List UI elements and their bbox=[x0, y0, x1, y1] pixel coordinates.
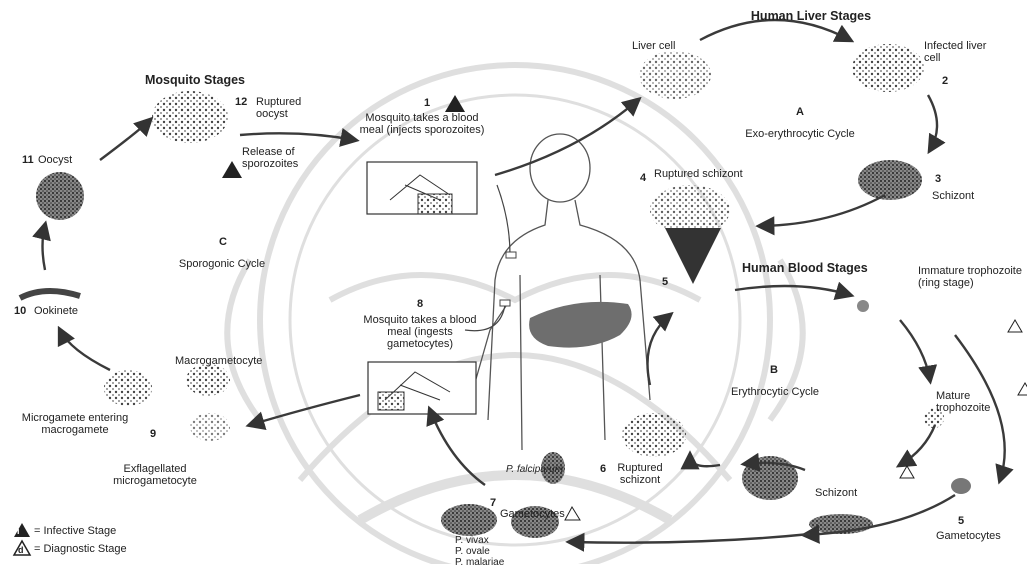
step-4: 4 bbox=[640, 172, 646, 184]
label-mosquito-blood-meal-injects: Mosquito takes a blood meal (injects spo… bbox=[360, 112, 485, 136]
label-mosquito-blood-meal-ingests: Mosquito takes a blood meal (ingests gam… bbox=[358, 314, 483, 350]
watermark-seal bbox=[227, 65, 802, 564]
cycle-marker-exo: A bbox=[796, 106, 804, 118]
label-ruptured-oocyst: Ruptured oocyst bbox=[256, 96, 326, 120]
legend-diagnostic-marker: d bbox=[18, 544, 24, 556]
cycle-label-erythrocytic: Erythrocytic Cycle bbox=[731, 386, 819, 398]
step-12: 12 bbox=[235, 96, 247, 108]
cycle-marker-sporogonic: C bbox=[219, 236, 227, 248]
liver-organ bbox=[529, 302, 631, 348]
legend-infective-stage: = Infective Stage bbox=[34, 525, 116, 537]
step-2: 2 bbox=[942, 75, 948, 87]
legend-diagnostic-stage: = Diagnostic Stage bbox=[34, 543, 127, 555]
step-8: 8 bbox=[417, 298, 423, 310]
label-gametocytes-blood: Gametocytes bbox=[936, 530, 1001, 542]
legend-infective-marker: i bbox=[17, 525, 20, 537]
step-7: 7 bbox=[490, 497, 496, 509]
label-immature-trophozoite: Immature trophozoite (ring stage) bbox=[918, 265, 1023, 289]
label-p-falciparum: P. falciparum bbox=[506, 464, 563, 475]
step-gametocytes-marker: 5 bbox=[958, 515, 964, 527]
label-oocyst: Oocyst bbox=[38, 154, 72, 166]
label-liver-cell: Liver cell bbox=[632, 40, 675, 52]
title-human-blood-stages: Human Blood Stages bbox=[742, 262, 868, 274]
step-5: 5 bbox=[662, 276, 668, 288]
step-10: 10 bbox=[14, 305, 26, 317]
cycle-marker-erythrocytic: B bbox=[770, 364, 778, 376]
label-infected-liver-cell: Infected liver cell bbox=[924, 40, 994, 64]
label-ruptured-schizont-liver: Ruptured schizont bbox=[654, 168, 743, 180]
step-1: 1 bbox=[424, 97, 430, 109]
connector-line-top bbox=[497, 185, 510, 255]
step-11: 11 bbox=[22, 154, 34, 166]
label-schizont-blood: Schizont bbox=[815, 487, 857, 499]
step-3: 3 bbox=[935, 173, 941, 185]
label-gametocytes-center: Gametocytes bbox=[500, 508, 565, 520]
label-mature-trophozoite: Mature trophozoite bbox=[936, 390, 1016, 414]
label-release-of-sporozoites: Release of sporozoites bbox=[242, 146, 332, 170]
label-macrogametocyte: Macrogametocyte bbox=[175, 355, 262, 367]
title-human-liver-stages: Human Liver Stages bbox=[751, 10, 871, 22]
cycle-label-exo: Exo-erythrocytic Cycle bbox=[745, 128, 854, 140]
step-9: 9 bbox=[150, 428, 156, 440]
label-ruptured-schizont-blood: Ruptured schizont bbox=[605, 462, 675, 486]
label-schizont-liver: Schizont bbox=[932, 190, 974, 202]
label-microgamete-entering: Microgamete entering macrogamete bbox=[8, 412, 143, 436]
label-ookinete: Ookinete bbox=[34, 305, 78, 317]
label-exflagellated-microgametocyte: Exflagellated microgametocyte bbox=[85, 463, 225, 487]
cycle-label-sporogonic: Sporogonic Cycle bbox=[179, 258, 265, 270]
label-p-species: P. vivax P. ovale P. malariae bbox=[455, 535, 515, 568]
title-mosquito-stages: Mosquito Stages bbox=[145, 74, 245, 86]
